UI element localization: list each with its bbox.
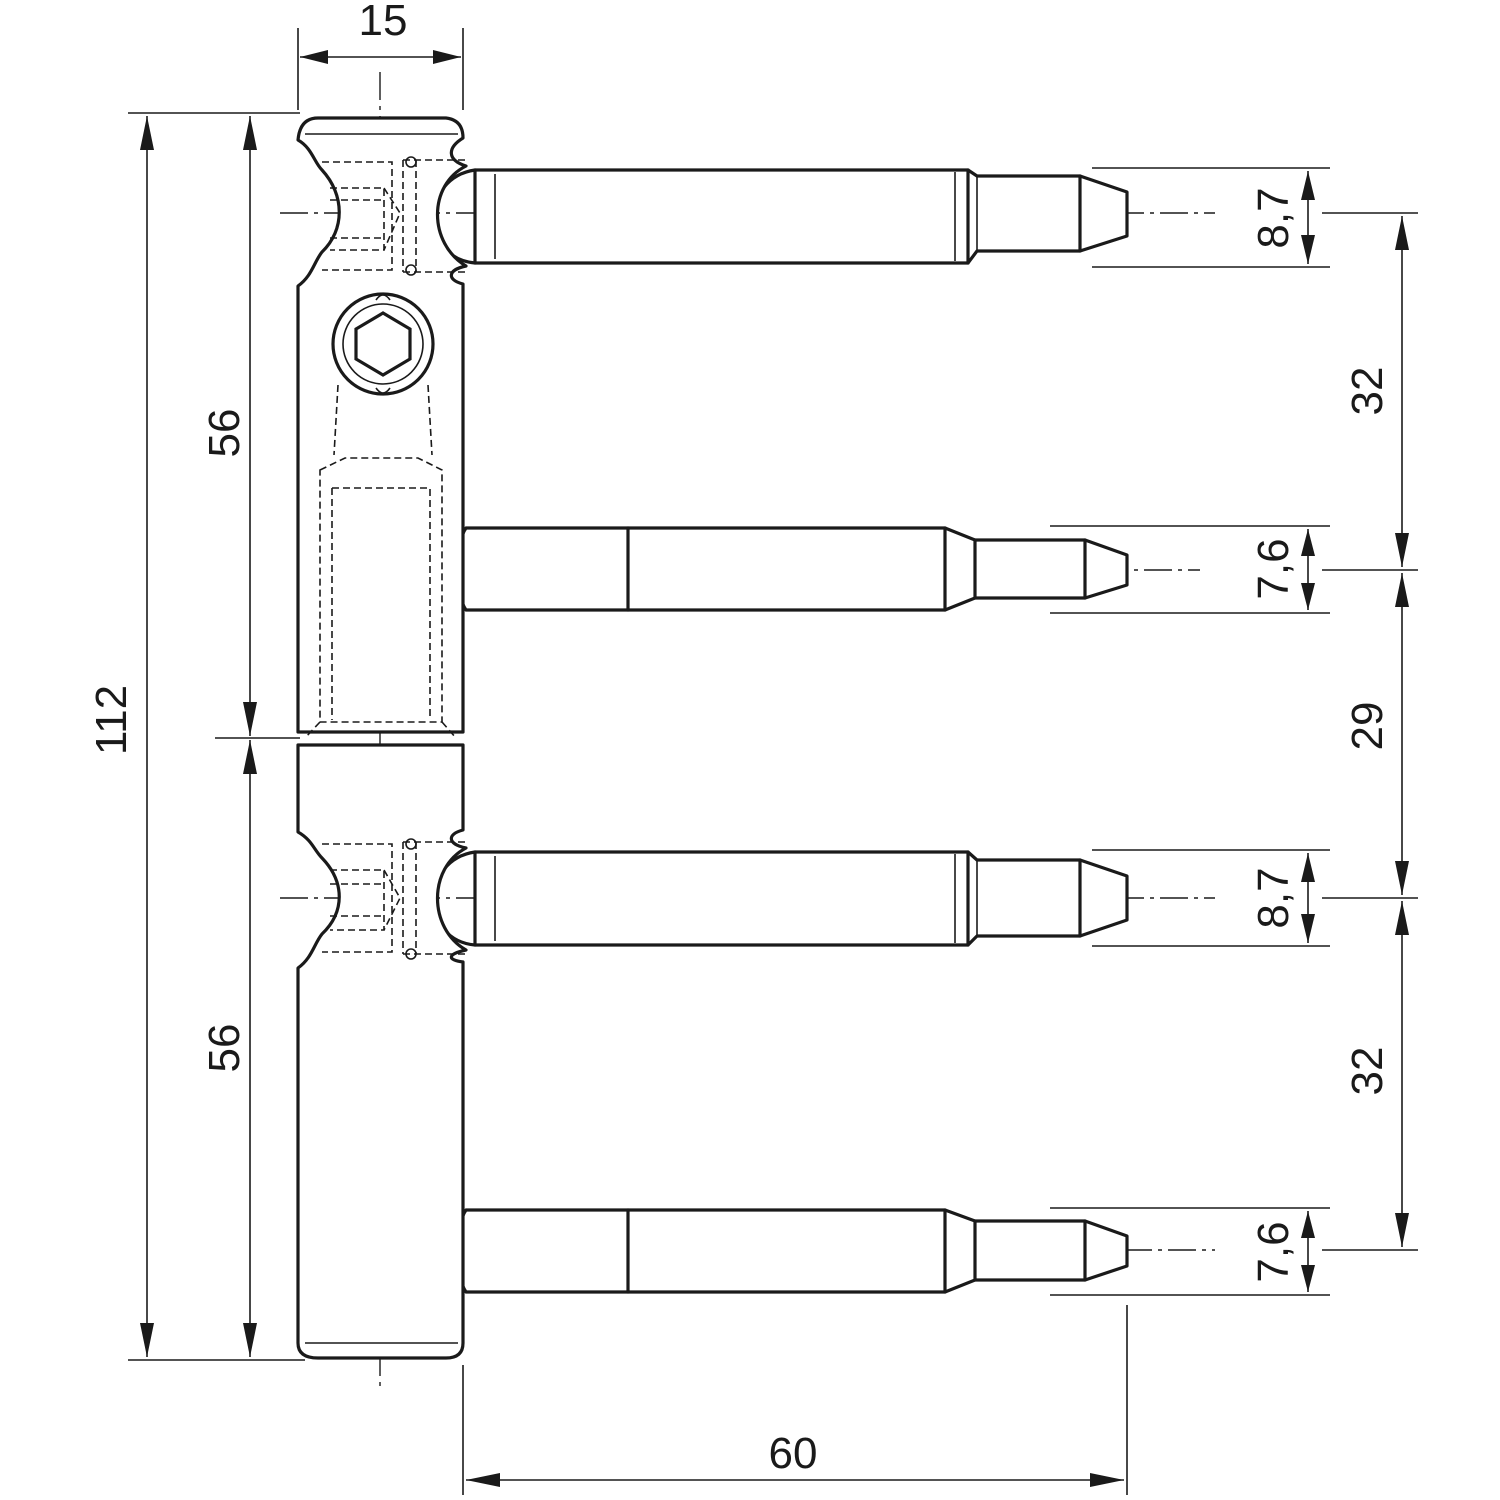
ball-bearing-mark [405,838,417,850]
dimension-knuckle-width: 15 [297,0,464,110]
dimension-label: 56 [200,409,249,458]
dimension-pin1-diameter: 8,7 [1092,167,1330,268]
dimension-overall-height: 112 [87,112,305,1361]
dimension-pin4-diameter: 7,6 [1050,1207,1330,1296]
dimension-upper-leaf-height: 56 [200,116,300,739]
hex-socket-screw-icon [331,292,435,396]
dimension-lower-leaf-height: 56 [200,740,257,1357]
dimension-label: 15 [359,0,408,45]
dimension-label: 60 [769,1429,818,1478]
dimension-label: 32 [1343,1047,1392,1096]
ball-bearing-mark [405,948,417,960]
dimension-label: 7,6 [1249,1221,1298,1282]
pin-1 [432,168,1129,265]
ball-bearing-mark [405,264,417,276]
dimension-label: 7,6 [1249,538,1298,599]
pin-2 [456,526,1129,612]
dimension-pin3-diameter: 8,7 [1092,849,1330,947]
ball-bearing-mark [405,156,417,168]
dimension-label: 32 [1343,367,1392,416]
upper-knuckle [296,116,468,739]
dimension-pin-length: 60 [462,1305,1128,1495]
pin-4 [456,1208,1129,1294]
spacing-extension-lines [1322,212,1418,1251]
pin-3 [432,850,1129,947]
dimension-pin2-diameter: 7,6 [1050,525,1330,614]
dimension-spacing-pin1-pin2: 32 [1343,216,1409,567]
dimension-label: 8,7 [1249,187,1298,248]
dimension-spacing-pin3-pin4: 32 [1343,901,1409,1247]
dimension-label: 29 [1343,702,1392,751]
dimension-label: 56 [200,1024,249,1073]
dimension-spacing-pin2-pin3: 29 [1343,573,1409,895]
dimension-label: 8,7 [1249,867,1298,928]
lower-knuckle [296,743,468,1360]
dimension-label: 112 [87,685,136,755]
